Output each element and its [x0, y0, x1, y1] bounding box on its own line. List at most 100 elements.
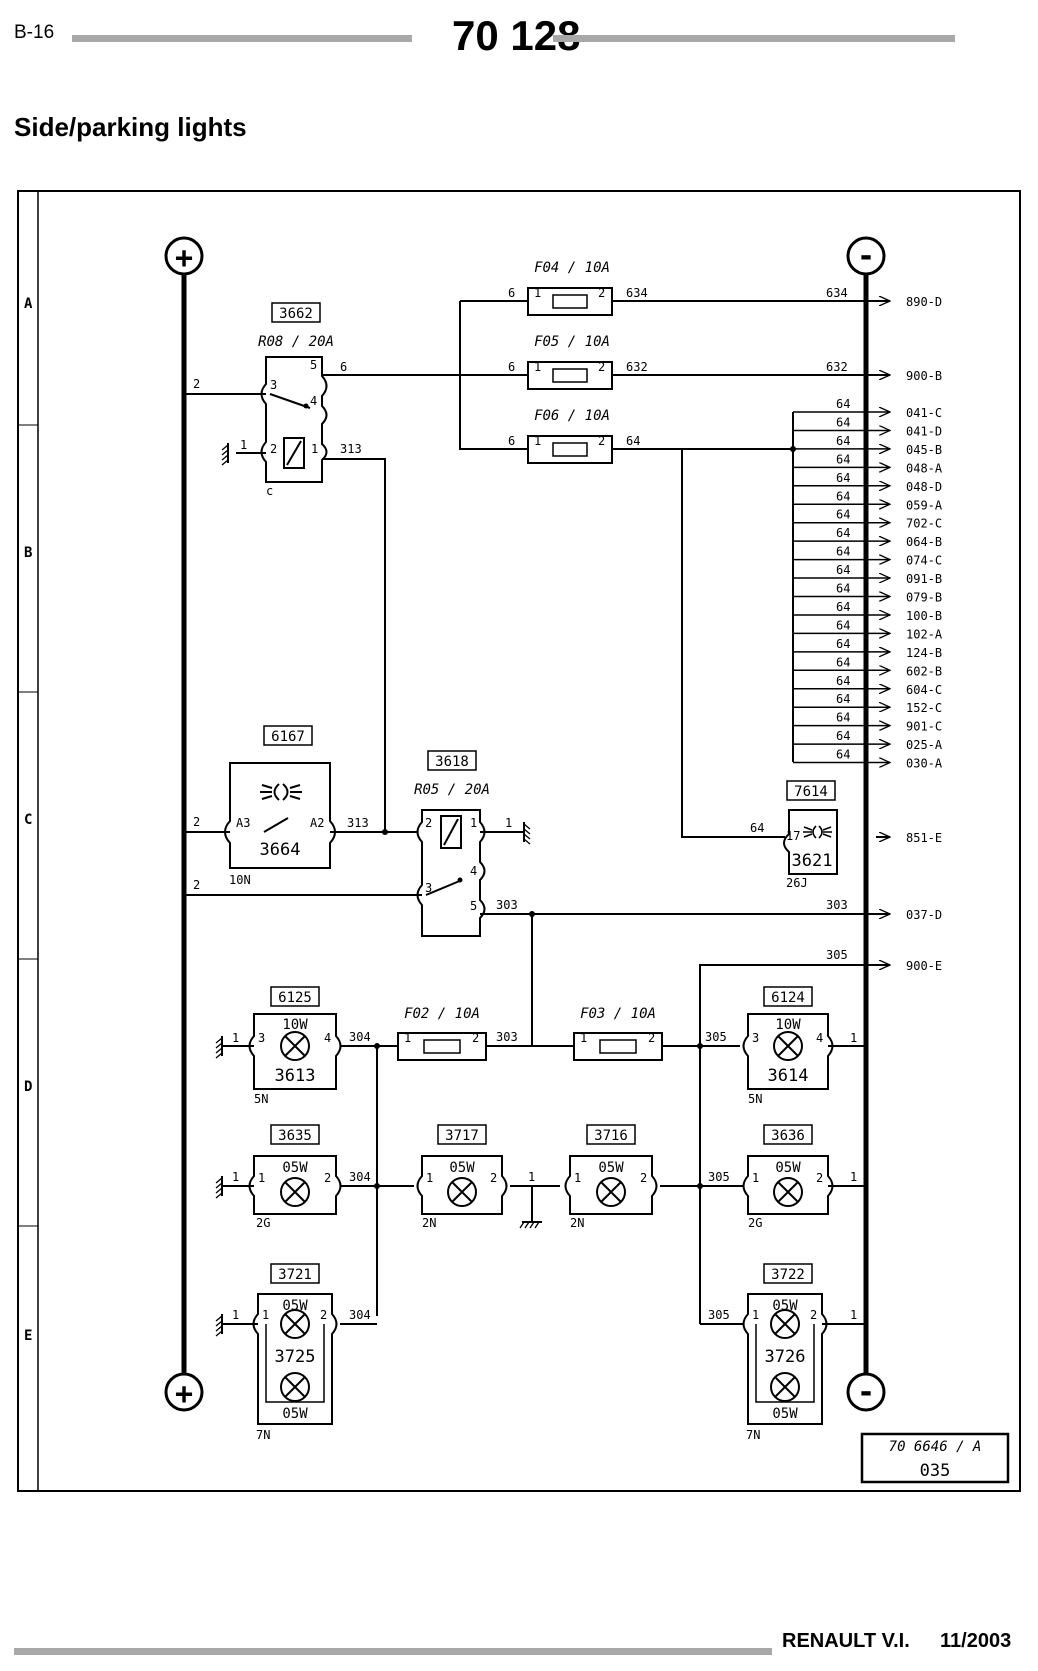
diagram-frame: [17, 190, 1021, 1492]
wire-64-branch-label: 64: [836, 692, 850, 706]
plus-terminal-bottom-label: +: [175, 1377, 193, 1412]
wire-64-indicator: [681, 449, 785, 838]
fuse-f06: F06 / 10A 6 1 2 64: [508, 408, 640, 464]
lamp-3717-pin-1: 1: [426, 1171, 433, 1185]
fuse-f04-label: F04 / 10A: [534, 260, 610, 276]
side-light-icon: [260, 783, 302, 801]
lamp-3717-id: 3717: [445, 1128, 479, 1144]
lamp-3613-ground-wire-label: 1: [232, 1031, 239, 1045]
header-rule-left: [72, 35, 412, 42]
lamp-3725-id: 3721: [278, 1267, 312, 1283]
fuse-f03-label: F03 / 10A: [580, 1006, 656, 1022]
dest-64-045-b: 045-B: [906, 443, 942, 457]
fuse-f02-pin-2: 2: [472, 1031, 479, 1045]
lamp-3725-name: 3725: [275, 1347, 316, 1367]
fuse-f04-pin-1: 1: [534, 286, 541, 300]
footer-brand: RENAULT V.I.: [782, 1630, 910, 1652]
lamp-3614-minus-wire-label: 1: [850, 1031, 857, 1045]
fuse-f06-pin-2: 2: [598, 434, 605, 448]
relay-3662-pin-1: 1: [311, 442, 318, 456]
dest-64-074-c: 074-C: [906, 554, 942, 568]
wire-634-label: 634: [826, 286, 848, 300]
relay-3618-pin-2: 2: [425, 816, 432, 830]
lamp-3716-pin-1: 1: [574, 1171, 581, 1185]
center-ground-wire: [510, 1185, 560, 1222]
relay-3662-pin-c: c: [266, 484, 273, 498]
ground-icon: [215, 1176, 223, 1199]
lamp-3635-id: 3635: [278, 1128, 312, 1144]
wire-304-main-label: 304: [349, 1030, 371, 1044]
lamp-3613-id: 6125: [278, 990, 312, 1006]
dest-890-d: 890-D: [906, 295, 942, 309]
lamp-3614: 6124 10W 3614 3 4 5N: [742, 986, 834, 1106]
page-title: Side/parking lights: [14, 112, 247, 142]
fuse-f04: F04 / 10A 6 1 2 634: [508, 260, 648, 316]
dest-64-152-c: 152-C: [906, 701, 942, 715]
dest-900-e: 900-E: [906, 959, 942, 973]
wire-304-row2-junction: [374, 1183, 380, 1189]
lamp-3725-watt-2: 05W: [282, 1406, 308, 1422]
lamp-3716-id: 3716: [594, 1128, 628, 1144]
wire-64-branch-label: 64: [836, 600, 850, 614]
lamp-3716: 3716 05W 1 2 2N: [564, 1124, 658, 1230]
fuse-f06-label: F06 / 10A: [534, 408, 610, 424]
wire-2-switch-label: 2: [193, 815, 200, 829]
dest-037-d: 037-D: [906, 908, 942, 922]
lamp-3613-location: 5N: [254, 1092, 268, 1106]
lamp-3636-id: 3636: [771, 1128, 805, 1144]
ground-icon: [523, 822, 531, 845]
row-a-label: A: [24, 296, 33, 312]
wire-64-branch-label: 64: [836, 508, 850, 522]
wire-64-branch-label: 64: [836, 563, 850, 577]
lamp-3725-location: 7N: [256, 1428, 270, 1442]
page-ref: B-16: [14, 22, 55, 43]
wire-64-branch-label: 64: [836, 489, 850, 503]
lamp-3716-watt: 05W: [598, 1160, 624, 1176]
relay-3662-id: 3662: [279, 306, 313, 322]
relay-3662-pin-2: 2: [270, 442, 277, 456]
relay-3662-pin-5: 5: [310, 358, 317, 372]
wire-303-end-label: 303: [826, 898, 848, 912]
wire-305-row2-label: 305: [708, 1170, 730, 1184]
wire-305-junction: [697, 1043, 703, 1049]
switch-name: 3664: [260, 840, 301, 860]
row-markers: A B C D E: [18, 296, 38, 1344]
wire-64-branch-label: 64: [836, 434, 850, 448]
lamp-3635-location: 2G: [256, 1216, 270, 1230]
lamp-3716-location: 2N: [570, 1216, 584, 1230]
dest-900-b: 900-B: [906, 369, 942, 383]
relay-3618-pin-4: 4: [470, 864, 477, 878]
lamp-3636: 3636 05W 1 2 2G: [742, 1124, 834, 1230]
lamp-3726-pin-2: 2: [810, 1308, 817, 1322]
wire-64-indicator-label: 64: [750, 821, 764, 835]
center-ground-wire-label: 1: [528, 1170, 535, 1184]
wire-313-switch-label: 313: [347, 816, 369, 830]
wire-64-branch-label: 64: [836, 526, 850, 540]
relay-3662-pin-4: 4: [310, 394, 317, 408]
lamp-3725-pin-2: 2: [320, 1308, 327, 1322]
relay-3662: 3662 R08 / 20A 3 5 4 2 1 c: [258, 302, 334, 498]
fuse-f03: F03 / 10A 1 2: [573, 1006, 663, 1061]
minus-terminal-bottom-label: -: [857, 1375, 875, 1410]
wire-64-branch-label: 64: [836, 748, 850, 762]
lamp-3613-name: 3613: [275, 1066, 316, 1086]
relay-3618-id: 3618: [435, 754, 469, 770]
dest-64-048-d: 048-D: [906, 480, 942, 494]
dest-64-064-b: 064-B: [906, 535, 942, 549]
lamp-3613: 6125 10W 3613 3 4 5N: [248, 986, 342, 1106]
wire-6-relay-out-label: 6: [340, 360, 347, 374]
relay-3618-ground-wire-label: 1: [505, 816, 512, 830]
plus-terminal-bottom: +: [164, 1372, 204, 1412]
lamp-3716-pin-2: 2: [640, 1171, 647, 1185]
wire-632-label: 632: [826, 360, 848, 374]
relay-3662-pin-3: 3: [270, 378, 277, 392]
wire-304-row3-label: 304: [349, 1308, 371, 1322]
indicator-name: 3621: [792, 851, 833, 871]
lamp-3726-location: 7N: [746, 1428, 760, 1442]
lamp-3717: 3717 05W 1 2 2N: [416, 1124, 508, 1230]
side-light-indicator-icon: [803, 825, 832, 839]
dest-64-041-c: 041-C: [906, 406, 942, 420]
dest-64-041-d: 041-D: [906, 424, 942, 438]
drawing-number: 70 6646 / A: [889, 1439, 982, 1455]
lamp-3725-pin-1: 1: [262, 1308, 269, 1322]
